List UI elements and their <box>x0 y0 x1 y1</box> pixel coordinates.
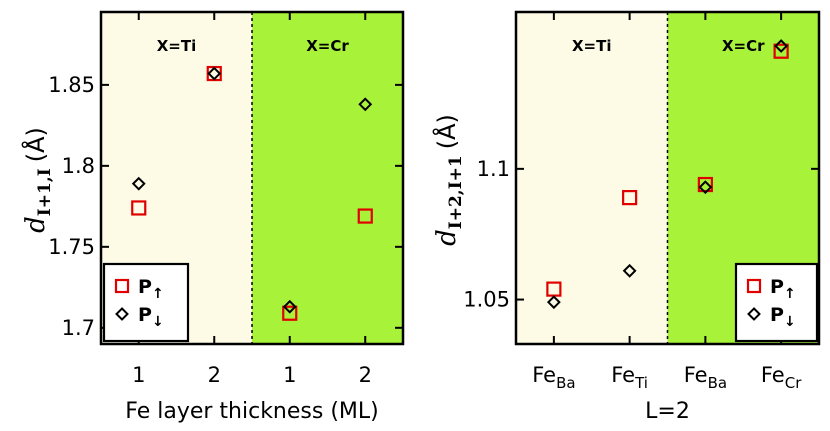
legend-marker-diamond <box>115 307 129 321</box>
legend: P↑P↓ <box>734 262 819 343</box>
region-label: X=Cr <box>306 37 349 55</box>
y-tick-label: 1.8 <box>62 154 95 178</box>
region-bg-X=Ti <box>516 12 668 344</box>
plot-frame <box>514 10 821 346</box>
region-label: X=Cr <box>722 37 765 55</box>
marker-p-down <box>358 97 373 112</box>
marker-p-up <box>622 190 638 206</box>
marker-p-down <box>698 180 713 195</box>
x-tick-label: FeBa <box>532 363 575 392</box>
region-label: X=Ti <box>572 37 612 55</box>
y-axis-label: dI+2,I+1(Å) <box>432 114 466 246</box>
plot-frame <box>99 10 405 346</box>
marker-p-up <box>282 305 298 321</box>
x-tick-label: FeBa <box>684 363 727 392</box>
y-tick-label: 1.85 <box>48 73 95 97</box>
x-tick-label: 1 <box>283 363 296 387</box>
marker-p-up <box>773 43 789 59</box>
y-tick-label: 1.05 <box>463 288 510 312</box>
marker-p-down <box>131 176 146 191</box>
legend: P↑P↓ <box>102 262 190 343</box>
legend-marker-square <box>746 278 762 294</box>
x-tick-label: FeTi <box>611 363 648 392</box>
y-tick-label: 1.75 <box>48 235 95 259</box>
legend-label: P↑ <box>770 276 796 302</box>
region-bg-X=Cr <box>252 12 403 344</box>
marker-p-up <box>697 176 713 193</box>
x-axis-label: L=2 <box>645 399 690 424</box>
x-tick-label: 2 <box>208 363 221 387</box>
marker-p-down <box>282 299 297 314</box>
panel-1: X=Ti X=Cr 1.7 1.75 1.8 1.85 1 2 1 2 Fe layer thick… <box>21 10 405 424</box>
x-tick-label: 2 <box>359 363 372 387</box>
legend-label: P↓ <box>770 304 796 330</box>
x-tick-label: 1 <box>132 363 145 387</box>
legend-marker-square <box>114 278 130 294</box>
marker-p-down <box>622 263 637 278</box>
x-axis-label: Fe layer thickness (ML) <box>125 399 378 424</box>
y-tick-label: 1.1 <box>477 157 510 181</box>
y-tick-label: 1.7 <box>62 316 95 340</box>
region-label: X=Ti <box>157 37 197 55</box>
marker-p-down <box>774 39 789 53</box>
legend-label: P↑ <box>138 276 164 302</box>
marker-p-up <box>357 208 373 224</box>
marker-p-up <box>131 200 147 216</box>
legend-box <box>734 262 819 343</box>
legend-label: P↓ <box>138 304 164 330</box>
legend-box <box>102 262 190 343</box>
x-tick-label: FeCr <box>761 363 802 392</box>
y-axis-label: dI+1,I(Å) <box>21 127 55 233</box>
marker-p-down <box>207 66 222 81</box>
legend-marker-diamond <box>747 307 761 321</box>
marker-p-down <box>546 295 561 310</box>
